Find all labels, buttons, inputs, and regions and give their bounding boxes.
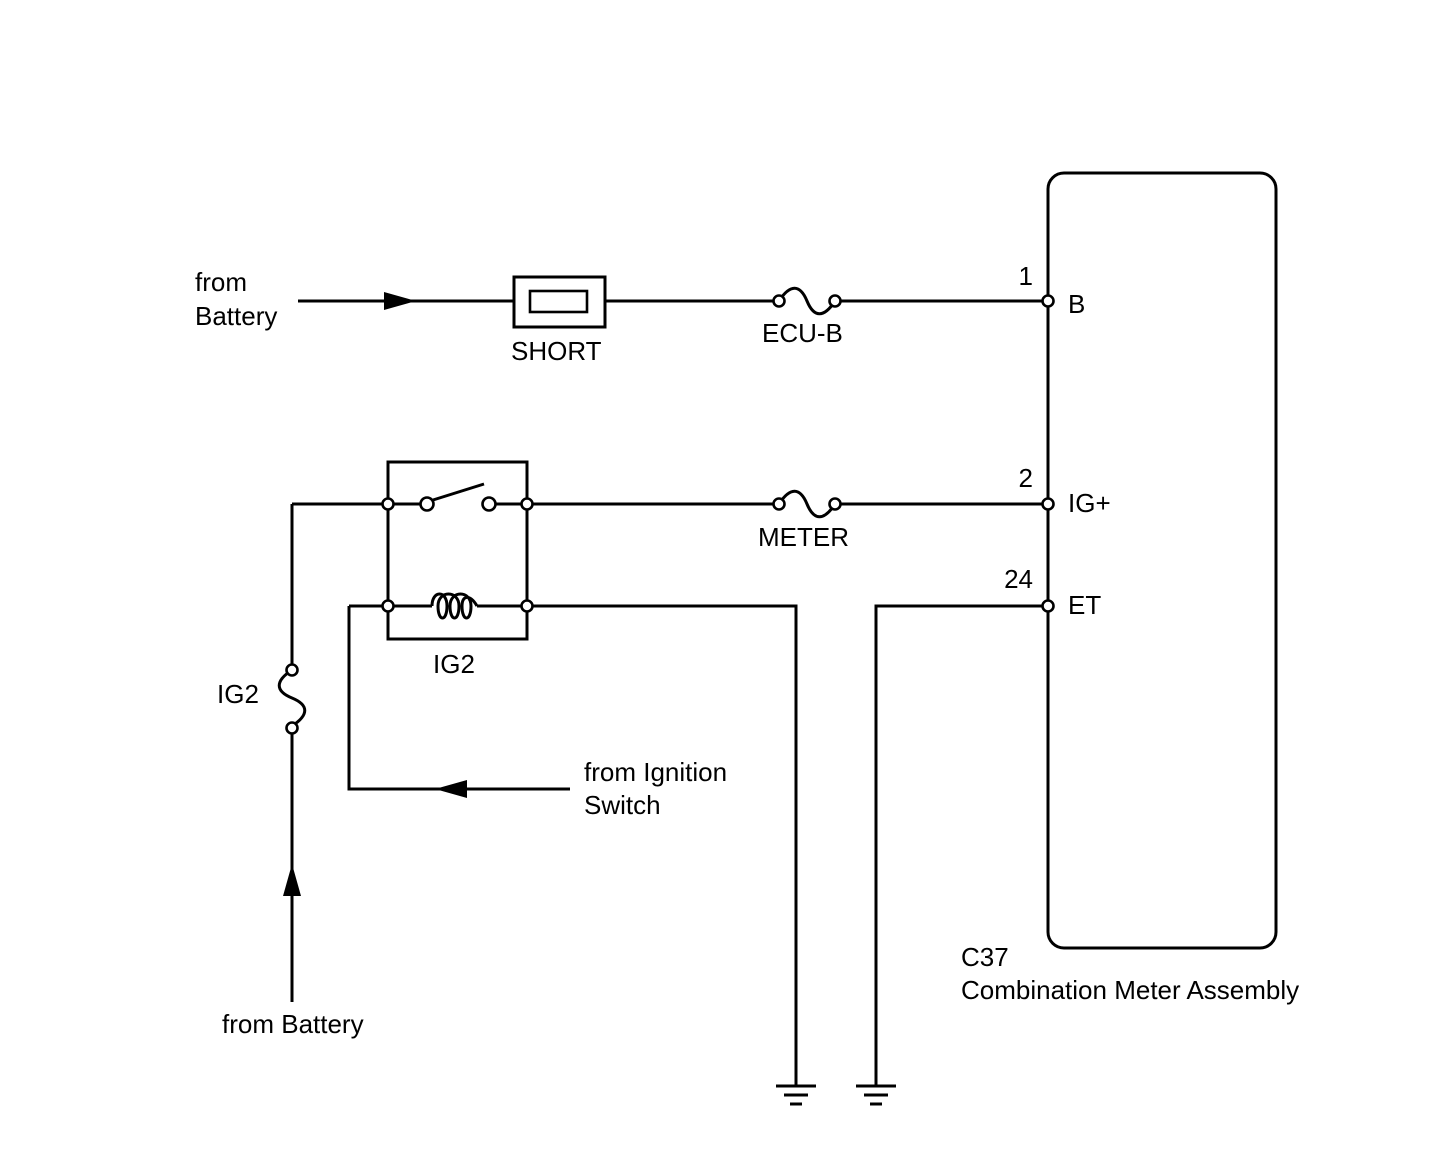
- pin-name: ET: [1068, 590, 1101, 620]
- label-from-battery-top: from Battery: [195, 267, 277, 331]
- label-ecu-b: ECU-B: [762, 318, 843, 348]
- ground-icon: [856, 1084, 896, 1106]
- ig2-relay-box: [386, 460, 529, 641]
- switch-contact-fixed: [419, 496, 435, 512]
- pin-number: 2: [1019, 463, 1033, 493]
- pin-2-terminal: [1041, 497, 1055, 511]
- combination-meter-box: [1046, 171, 1278, 950]
- label-from-battery-bottom: from Battery: [222, 1009, 364, 1039]
- ecu-b-fuse-icon: [772, 286, 842, 316]
- wire-ignition-switch: [347, 606, 570, 791]
- label-relay-ig2: IG2: [433, 649, 475, 679]
- relay-coil-icon: [430, 592, 479, 620]
- label-meter: METER: [758, 522, 849, 552]
- pin-1-terminal: [1041, 294, 1055, 308]
- pin-24-terminal: [1041, 599, 1055, 613]
- arrow-right-icon: [384, 292, 416, 310]
- short-pin: [512, 275, 607, 329]
- arrow-up-icon: [283, 864, 301, 896]
- pin-number: 24: [1004, 564, 1033, 594]
- meter-fuse-icon: [772, 489, 842, 519]
- relay-coil-terminal-out: [520, 599, 534, 613]
- arrow-left-icon: [435, 780, 467, 798]
- wire-et-ground: [874, 604, 1042, 1086]
- label-short: SHORT: [511, 336, 602, 366]
- ig2-fuse-icon: [277, 663, 307, 735]
- pin-name: B: [1068, 289, 1085, 319]
- wire-coil-ground: [533, 604, 798, 1086]
- switch-blade-icon: [432, 482, 485, 502]
- label-fuse-ig2: IG2: [217, 679, 259, 709]
- pin-number: 1: [1019, 261, 1033, 291]
- pin-name: IG+: [1068, 488, 1111, 518]
- relay-coil-terminal-in: [381, 599, 395, 613]
- component-name: Combination Meter Assembly: [961, 975, 1299, 1005]
- switch-contact-open: [481, 496, 497, 512]
- relay-contact-terminal-out: [520, 497, 534, 511]
- label-from-ignition-switch: from Ignition Switch: [584, 757, 734, 820]
- component-code: C37: [961, 942, 1009, 972]
- relay-contact-terminal-in: [381, 497, 395, 511]
- ground-icon: [776, 1084, 816, 1106]
